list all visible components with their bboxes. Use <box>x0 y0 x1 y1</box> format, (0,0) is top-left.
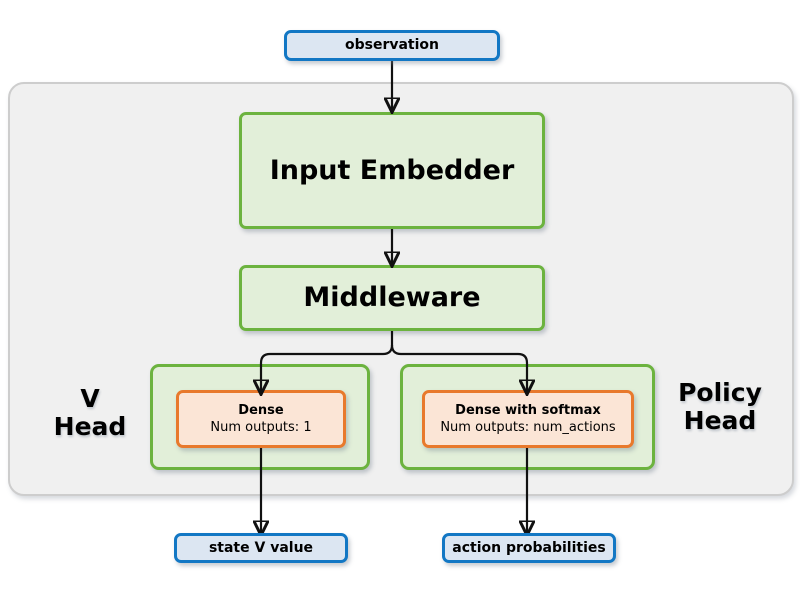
input-embedder-label: Input Embedder <box>269 154 515 186</box>
policy-head-label: Policy Head <box>665 379 775 435</box>
action-probabilities-node[interactable]: action probabilities <box>442 533 616 563</box>
v-head-dense-title: Dense <box>238 403 284 419</box>
v-head-dense-subtitle: Num outputs: 1 <box>210 419 312 435</box>
v-head-label-line2: Head <box>53 412 127 441</box>
input-embedder-node[interactable]: Input Embedder <box>239 112 545 229</box>
policy-head-dense-node[interactable]: Dense with softmax Num outputs: num_acti… <box>422 390 634 448</box>
middleware-node[interactable]: Middleware <box>239 265 545 331</box>
observation-node[interactable]: observation <box>284 30 500 61</box>
policy-head-label-line1: Policy <box>678 378 762 407</box>
policy-head-label-line2: Head <box>683 406 757 435</box>
v-head-label: V Head <box>40 385 140 441</box>
policy-head-dense-title: Dense with softmax <box>455 403 601 419</box>
policy-head-dense-subtitle: Num outputs: num_actions <box>440 419 616 435</box>
state-v-value-label: state V value <box>208 539 314 556</box>
v-head-dense-node[interactable]: Dense Num outputs: 1 <box>176 390 346 448</box>
observation-label: observation <box>344 37 440 54</box>
middleware-label: Middleware <box>303 282 481 314</box>
action-probabilities-label: action probabilities <box>452 539 606 556</box>
state-v-value-node[interactable]: state V value <box>174 533 348 563</box>
v-head-label-line1: V <box>80 384 100 413</box>
